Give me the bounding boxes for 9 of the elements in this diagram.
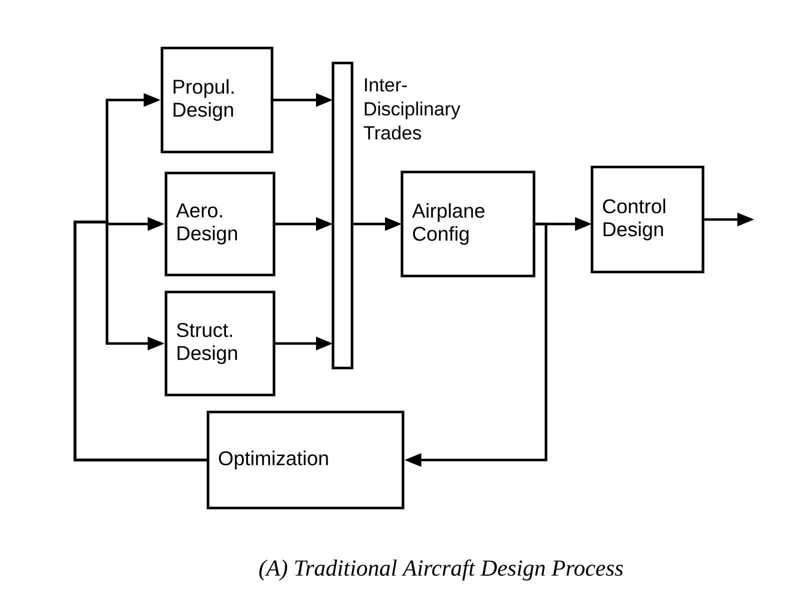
process-box: Control Design [590,166,704,274]
process-box: Airplane Config [400,170,536,278]
caption: (A) Traditional Aircraft Design Process [259,559,623,581]
process-box: Aero. Design [164,172,276,276]
process-box: Optimization [206,410,404,510]
trades-bar [332,62,354,370]
node-caption: Inter- Disciplinary Trades [364,78,460,140]
process-box: Propul. Design [160,46,274,154]
process-box: Struct. Design [164,290,276,396]
